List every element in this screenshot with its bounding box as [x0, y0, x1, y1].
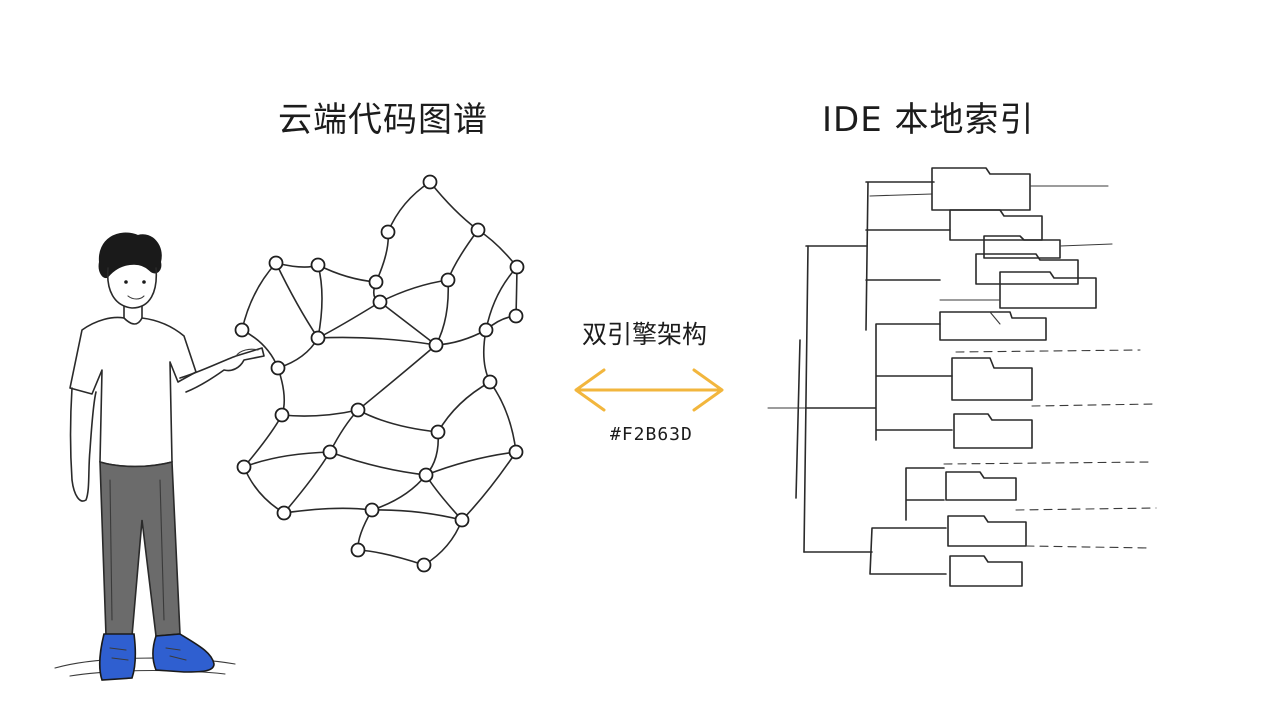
- graph-edge: [283, 507, 373, 514]
- graph-node: [276, 505, 292, 521]
- graph-edge: [371, 509, 463, 521]
- graph-edge: [357, 344, 437, 411]
- graph-node: [422, 174, 438, 190]
- graph-node: [268, 255, 284, 271]
- dual-engine-label: 双引擎架构: [582, 320, 708, 349]
- graph-edge: [275, 262, 319, 339]
- graph-node: [418, 467, 434, 483]
- ide-local-index-title: IDE 本地索引: [822, 100, 1035, 140]
- graph-edge: [329, 451, 427, 476]
- graph-node: [368, 274, 384, 290]
- arrow-color-code: #F2B63D: [610, 424, 693, 445]
- graph-node: [234, 322, 250, 338]
- graph-node: [310, 330, 326, 346]
- graph-node: [440, 272, 456, 288]
- graph-node: [508, 308, 524, 324]
- graph-node: [364, 502, 380, 518]
- graph-node: [322, 444, 338, 460]
- graph-node: [509, 259, 525, 275]
- graph-edge: [317, 336, 437, 346]
- graph-node: [372, 294, 388, 310]
- graph-node: [454, 512, 470, 528]
- graph-node: [416, 557, 432, 573]
- graph-node: [482, 374, 498, 390]
- graph-node: [274, 407, 290, 423]
- graph-node: [350, 542, 366, 558]
- graph-node: [236, 459, 252, 475]
- graph-edge: [461, 451, 517, 521]
- graph-node: [350, 402, 366, 418]
- graph-node: [470, 222, 486, 238]
- graph-node: [430, 424, 446, 440]
- graph-node: [508, 444, 524, 460]
- graph-edge: [425, 451, 517, 476]
- cloud-code-graph-title: 云端代码图谱: [278, 100, 488, 140]
- graph-edge: [243, 451, 331, 468]
- graph-node: [270, 360, 286, 376]
- graph-node: [428, 337, 444, 353]
- graph-node: [310, 257, 326, 273]
- graph-node: [380, 224, 396, 240]
- graph-node: [478, 322, 494, 338]
